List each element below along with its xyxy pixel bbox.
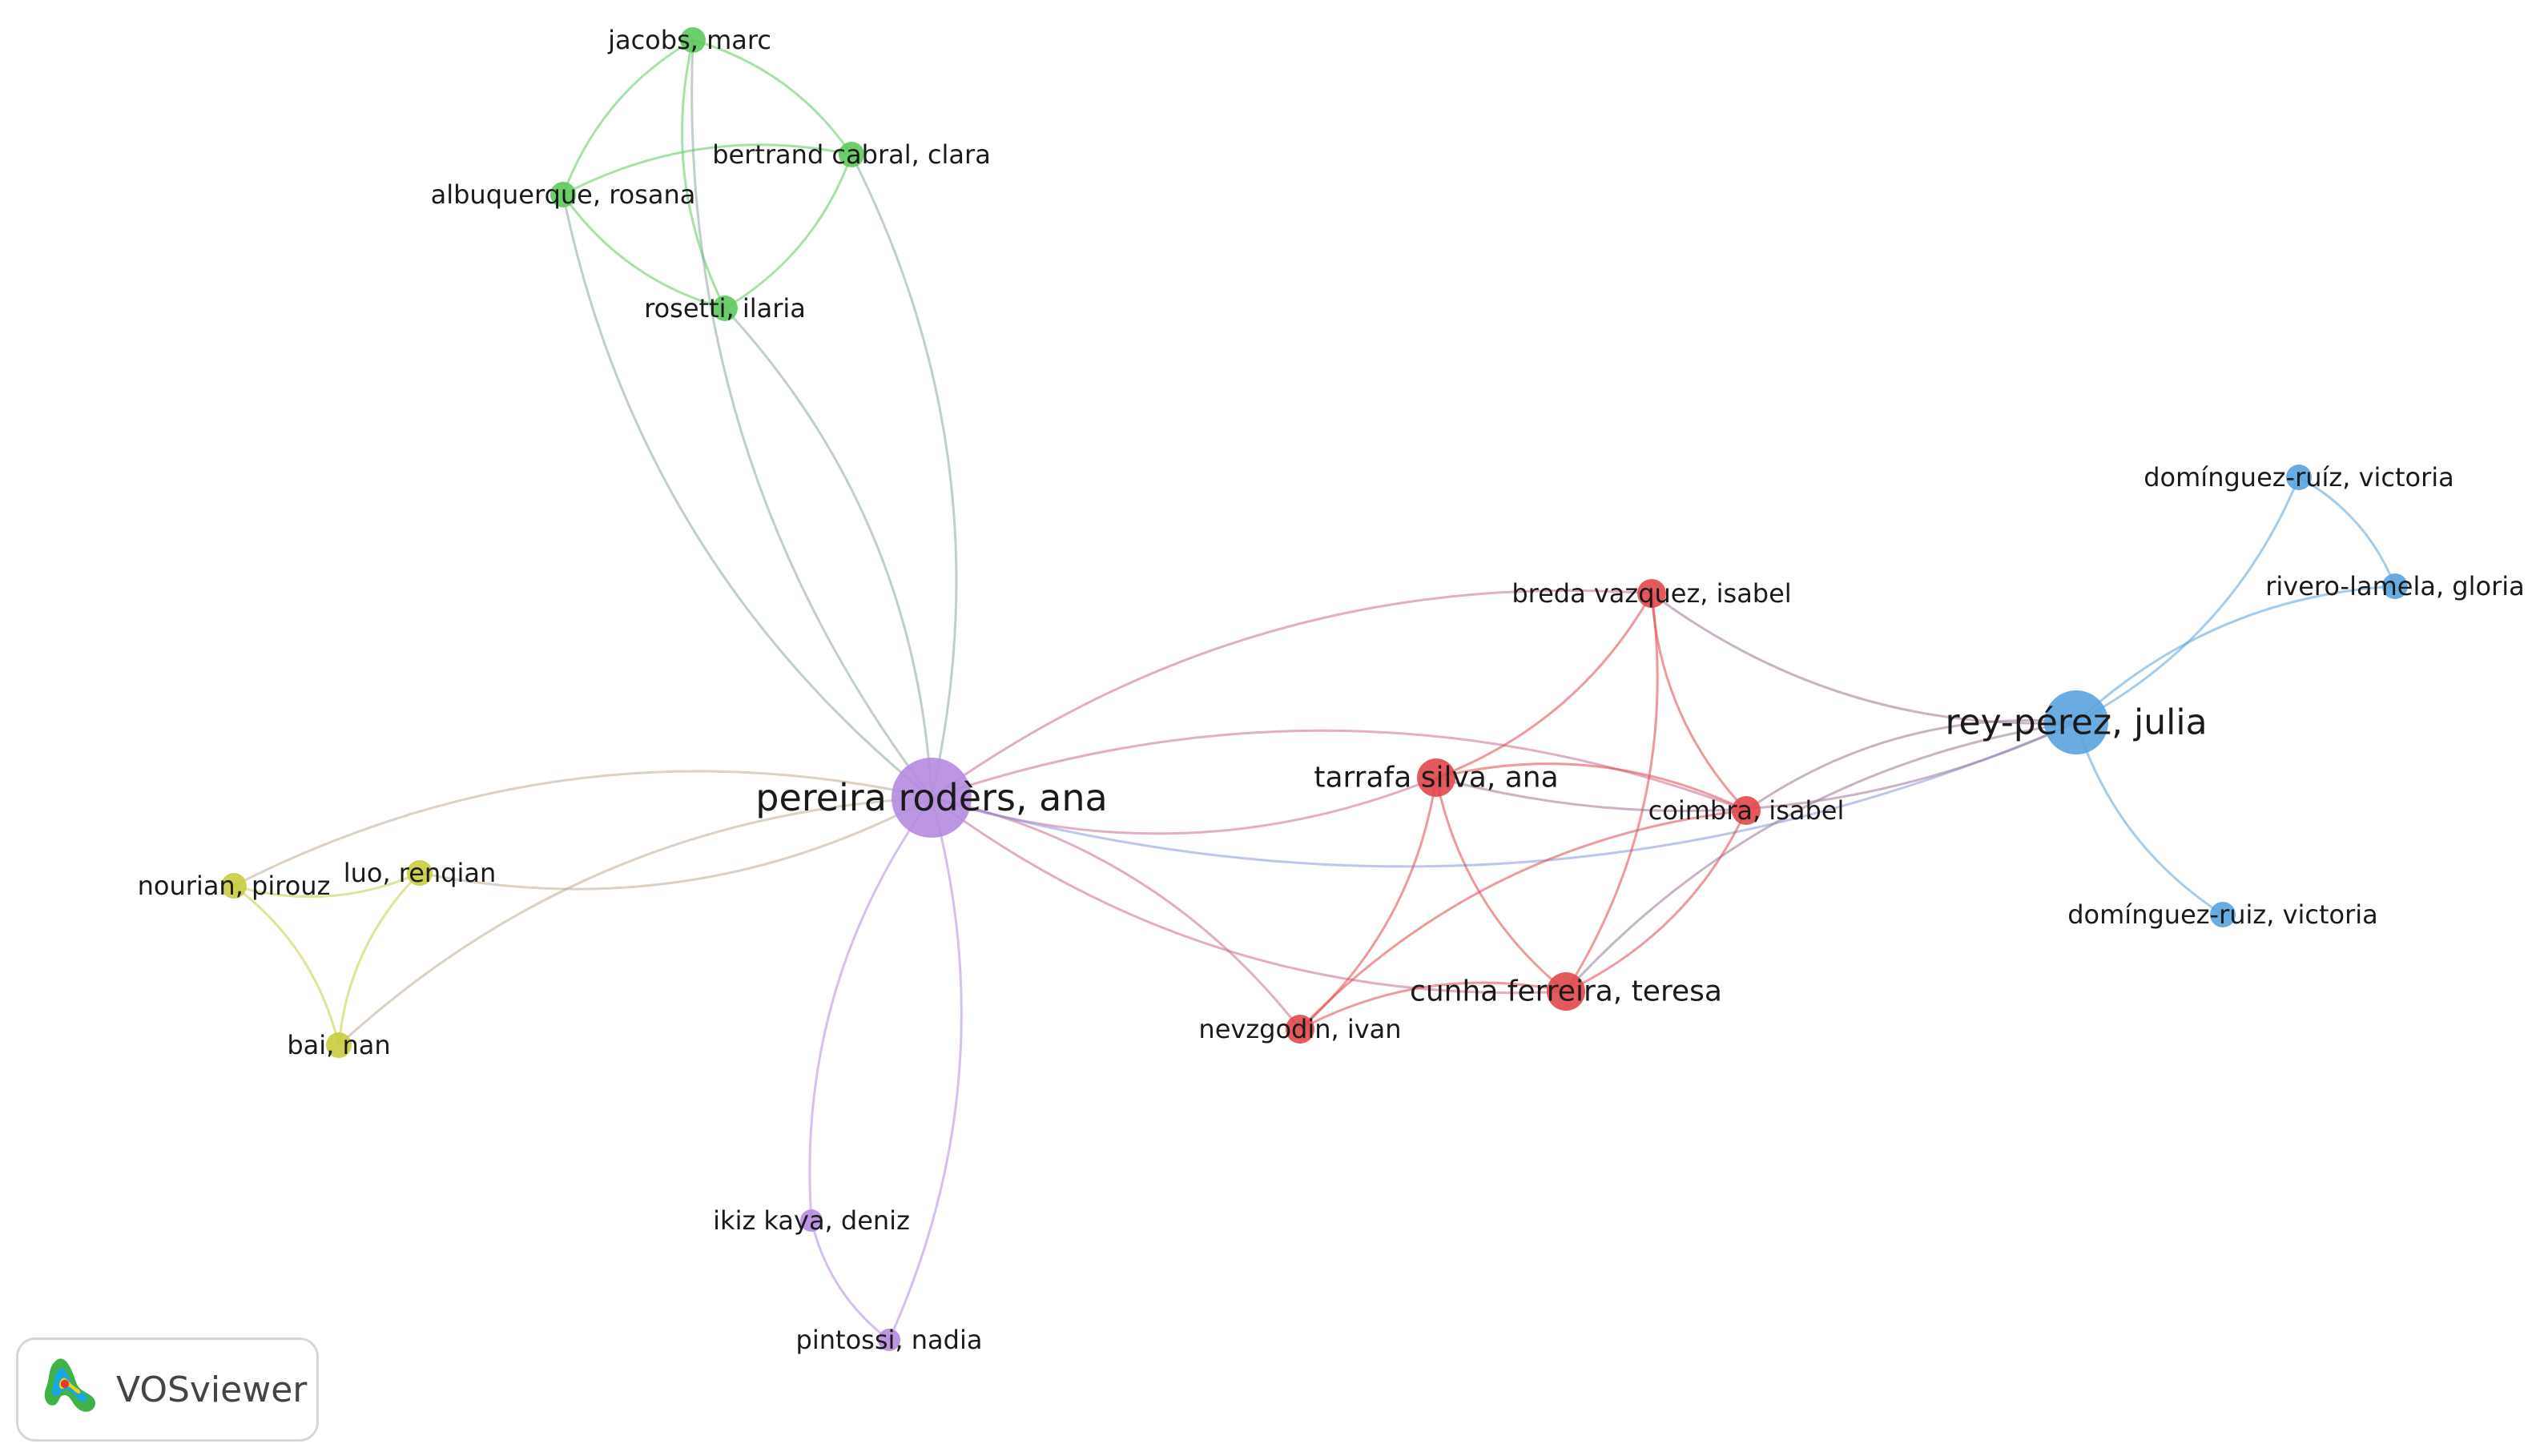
link-bertrand-rosetti (724, 154, 853, 310)
network-nodes (221, 27, 2408, 1351)
node-breda[interactable] (1637, 579, 1666, 608)
node-label-pereira: pereira rodèrs, ana (755, 776, 1107, 819)
link-luo-pereira (419, 796, 932, 891)
link-rey-dominguez1 (2075, 477, 2300, 724)
node-pereira[interactable] (892, 758, 972, 838)
node-rey[interactable] (2044, 690, 2108, 754)
node-cunha[interactable] (1547, 972, 1585, 1011)
node-label-tarrafa: tarrafa silva, ana (1314, 762, 1558, 794)
node-label-ikiz: ikiz kaya, deniz (713, 1205, 910, 1236)
link-nourian-luo (233, 871, 421, 899)
link-tarrafa-rey (1435, 721, 2077, 813)
link-pereira-cunha (931, 796, 1567, 995)
link-tarrafa-cunha (1435, 777, 1567, 993)
link-ikiz-pintossi (810, 1220, 890, 1341)
node-label-rey: rey-pérez, julia (1945, 702, 2207, 743)
node-luo[interactable] (407, 860, 433, 886)
node-pintossi[interactable] (878, 1329, 900, 1351)
link-cunha-rey (1564, 721, 2077, 993)
link-cunha-nevzgodin (1299, 981, 1567, 1031)
node-label-dominguez1: domínguez-ruíz, victoria (2144, 462, 2454, 493)
node-label-bertrand: bertrand cabral, clara (712, 139, 991, 170)
node-label-nourian: nourian, pirouz (138, 871, 331, 901)
node-label-rivero: rivero-lamela, gloria (2265, 571, 2524, 601)
link-coimbra-cunha (1565, 810, 1748, 993)
node-albuquerque[interactable] (550, 182, 576, 207)
node-coimbra[interactable] (1732, 796, 1761, 825)
link-albuquerque-pereira (562, 194, 932, 799)
link-bai-pereira (337, 796, 932, 1047)
link-breda-tarrafa (1435, 593, 1653, 779)
node-dominguez2[interactable] (2210, 902, 2236, 927)
link-albuquerque-rosetti (562, 194, 726, 310)
node-label-cunha: cunha ferreira, teresa (1410, 975, 1722, 1008)
node-label-bai: bai, nan (287, 1030, 390, 1060)
vosviewer-logo: VOSviewer (16, 1337, 319, 1442)
link-albuquerque-bertrand (562, 143, 852, 196)
link-jacobs-rosetti (681, 39, 727, 309)
link-coimbra-rey (1745, 719, 2077, 812)
node-rivero[interactable] (2382, 573, 2408, 599)
node-bai[interactable] (326, 1032, 352, 1058)
node-rosetti[interactable] (712, 296, 738, 321)
link-jacobs-albuquerque (562, 38, 694, 195)
node-nevzgodin[interactable] (1286, 1015, 1314, 1044)
link-jacobs-bertrand (692, 38, 853, 155)
link-breda-rey (1651, 592, 2077, 725)
link-bertrand-pereira (850, 154, 958, 798)
link-jacobs-pereira (690, 39, 933, 798)
vosviewer-logo-text: VOSviewer (116, 1369, 308, 1410)
link-rosetti-pereira (723, 307, 933, 798)
node-nourian[interactable] (221, 873, 247, 899)
link-coimbra-nevzgodin (1298, 809, 1747, 1031)
link-rey-rivero (2075, 585, 2396, 724)
link-pereira-ikiz (808, 797, 933, 1221)
link-dominguez1-rivero (2298, 476, 2397, 587)
link-rey-dominguez2 (2075, 722, 2224, 916)
network-links (233, 38, 2397, 1341)
node-ikiz[interactable] (800, 1209, 823, 1232)
node-label-pintossi: pintossi, nadia (796, 1325, 983, 1355)
link-pereira-breda (931, 589, 1652, 799)
link-nourian-bai (233, 884, 340, 1046)
link-luo-bai (337, 871, 421, 1046)
node-bertrand[interactable] (839, 142, 864, 167)
node-jacobs[interactable] (680, 27, 706, 53)
network-labels: pereira rodèrs, ana ikiz kaya, deniz pinto… (138, 25, 2525, 1355)
link-tarrafa-coimbra (1435, 762, 1747, 812)
node-tarrafa[interactable] (1417, 758, 1455, 797)
link-breda-cunha (1564, 593, 1659, 992)
node-label-coimbra: coimbra, isabel (1648, 795, 1845, 826)
node-label-jacobs: jacobs, marc (607, 25, 771, 55)
node-label-dominguez2: domínguez-ruiz, victoria (2067, 899, 2378, 930)
node-label-albuquerque: albuquerque, rosana (431, 179, 696, 210)
node-label-breda: breda vazquez, isabel (1512, 578, 1791, 609)
node-label-rosetti: rosetti, ilaria (644, 293, 806, 324)
node-dominguez1[interactable] (2286, 465, 2312, 490)
link-nourian-pereira (233, 770, 932, 887)
node-label-luo: luo, renqian (344, 858, 497, 888)
node-label-nevzgodin: nevzgodin, ivan (1198, 1014, 1401, 1044)
link-pereira-pintossi (888, 797, 963, 1341)
link-pereira-rey (931, 721, 2077, 868)
vosviewer-logo-icon (44, 1358, 96, 1412)
